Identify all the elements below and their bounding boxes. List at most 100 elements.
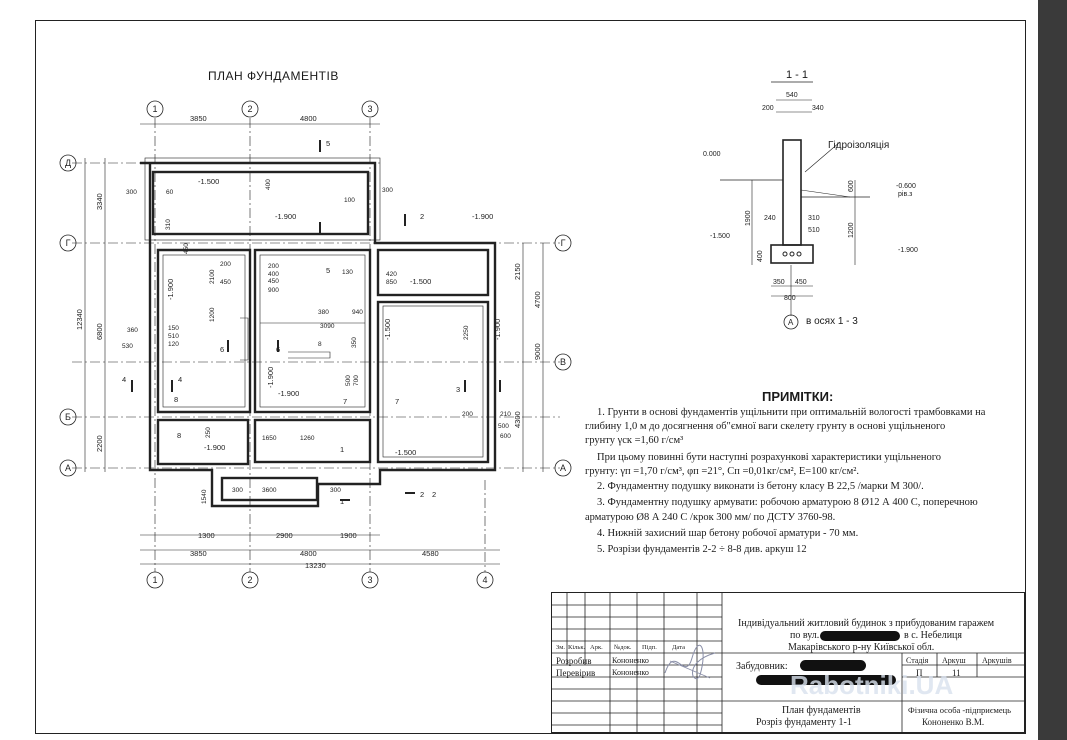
axis-label: 2 xyxy=(247,104,252,114)
dim: 850 xyxy=(386,279,397,286)
section-mark: 6 xyxy=(220,345,224,354)
level: 0.000 xyxy=(703,151,721,158)
section-dim: 600 xyxy=(848,180,855,192)
dim: 3850 xyxy=(190,114,207,123)
sheet-title-2: Розріз фундаменту 1-1 xyxy=(756,717,852,728)
level: -1.900 xyxy=(266,367,275,388)
section-mark: 4 xyxy=(122,375,126,384)
dim: 380 xyxy=(318,309,329,316)
level: -1.500 xyxy=(710,233,730,240)
section-dim: 240 xyxy=(764,215,776,222)
section-dim: 310 xyxy=(808,215,820,222)
dim: 300 xyxy=(330,487,341,494)
dim: 400 xyxy=(268,271,279,278)
axis-label: А xyxy=(560,463,566,473)
level: -1.900 xyxy=(472,212,493,221)
level: -1.500 xyxy=(395,448,416,457)
dim: 12340 xyxy=(75,309,84,330)
dim: 2250 xyxy=(463,325,470,340)
section-dim: 540 xyxy=(786,92,798,99)
dim: 8 xyxy=(318,341,322,348)
dim: 500 xyxy=(345,375,352,386)
section-dim: 200 xyxy=(762,105,774,112)
dim: 360 xyxy=(127,327,138,334)
scan-dark-edge xyxy=(1038,0,1067,740)
section-dim: 450 xyxy=(795,279,807,286)
axis-label: Д xyxy=(65,158,71,168)
dim: 4300 xyxy=(513,411,522,428)
dim: 1200 xyxy=(209,307,216,322)
section-mark: 2 xyxy=(420,490,424,499)
section-mark: 7 xyxy=(395,397,399,406)
axis-label: В xyxy=(560,357,566,367)
dim: 4800 xyxy=(300,114,317,123)
title-block: Зм. Кільк. Арк. №док. Підп. Дата Розроби… xyxy=(551,592,1026,734)
col-header: Підп. xyxy=(642,644,657,651)
stage-header: Стадія xyxy=(906,656,929,665)
section-mark: 5 xyxy=(326,266,330,275)
note-line: 3. Фундаментну подушку армувати: робочою… xyxy=(597,497,978,508)
axis-label: Г xyxy=(66,238,71,248)
foundation-plan: 1 2 3 1 2 3 4 Д Г Б А Г В А 3850 4800 13… xyxy=(59,100,572,589)
section-dim: 1900 xyxy=(745,210,752,226)
sheets-header: Аркушів xyxy=(982,656,1012,665)
note-line: 2. Фундаментну подушку виконати із бетон… xyxy=(597,481,924,492)
dim: 940 xyxy=(352,309,363,316)
section-mark: 8 xyxy=(177,431,181,440)
axis-label: 1 xyxy=(152,575,157,585)
dim: 420 xyxy=(386,271,397,278)
level: -1.900 xyxy=(278,389,299,398)
dim: 300 xyxy=(126,189,137,196)
waterproof-label: Гідроізоляція xyxy=(828,140,889,151)
sheet-value: 11 xyxy=(952,668,961,678)
dim: 250 xyxy=(205,427,212,438)
col-header: Дата xyxy=(672,644,685,651)
level: -1.500 xyxy=(198,177,219,186)
section-mark: 3 xyxy=(456,385,460,394)
col-header: Кільк. xyxy=(568,644,586,651)
signature xyxy=(664,644,716,680)
plan-title: ПЛАН ФУНДАМЕНТІВ xyxy=(208,69,339,83)
dim: 4580 xyxy=(422,549,439,558)
section-mark: 2 xyxy=(432,490,436,499)
level: -1.900 xyxy=(166,279,175,300)
axis-label: 1 xyxy=(152,104,157,114)
dim: 3600 xyxy=(262,487,277,494)
dim: 4700 xyxy=(533,291,542,308)
dim: 2200 xyxy=(95,435,104,452)
sheet-title-1: План фундаментів xyxy=(782,705,861,716)
section-1-1: 540 200 340 Гідроізоляція 0.000 -0.600 р… xyxy=(703,81,918,330)
redaction-bar xyxy=(756,675,896,685)
section-dim: 350 xyxy=(773,279,785,286)
section-mark: 6 xyxy=(276,345,280,354)
level: -1.900 xyxy=(493,319,502,340)
dim: 130 xyxy=(342,269,353,276)
axis-label: Б xyxy=(65,412,71,422)
section-mark: 2 xyxy=(420,212,424,221)
note-line: глибину 1,0 м до досягнення об"ємної ваг… xyxy=(585,421,946,432)
project-line2-b: в с. Небелиця xyxy=(904,630,963,641)
axis-label: 2 xyxy=(247,575,252,585)
dim: 6800 xyxy=(95,323,104,340)
dim: 500 xyxy=(498,423,509,430)
dim: 60 xyxy=(166,189,174,196)
level: -1.900 xyxy=(204,443,225,452)
dim: 200 xyxy=(462,411,473,418)
redaction-bar xyxy=(820,631,900,641)
dim: 3340 xyxy=(95,193,104,210)
note-line: грунту γск =1,60 г/см³ xyxy=(585,435,684,446)
developer-name: Кононенко xyxy=(612,656,649,665)
dim: 1650 xyxy=(262,435,277,442)
section-mark: 1 xyxy=(340,445,344,454)
checker-name: Кононенко xyxy=(612,668,649,677)
dim: 1260 xyxy=(300,435,315,442)
customer-label: Забудовник: xyxy=(736,661,788,672)
dim: 9000 xyxy=(533,343,542,360)
level: -1.900 xyxy=(898,247,918,254)
section-dim: 800 xyxy=(784,295,796,302)
axis-label: Г xyxy=(561,238,566,248)
dim: 450 xyxy=(183,243,190,254)
organization-1: Фізична особа -підприємець xyxy=(908,705,1012,715)
axis-label: 3 xyxy=(367,104,372,114)
